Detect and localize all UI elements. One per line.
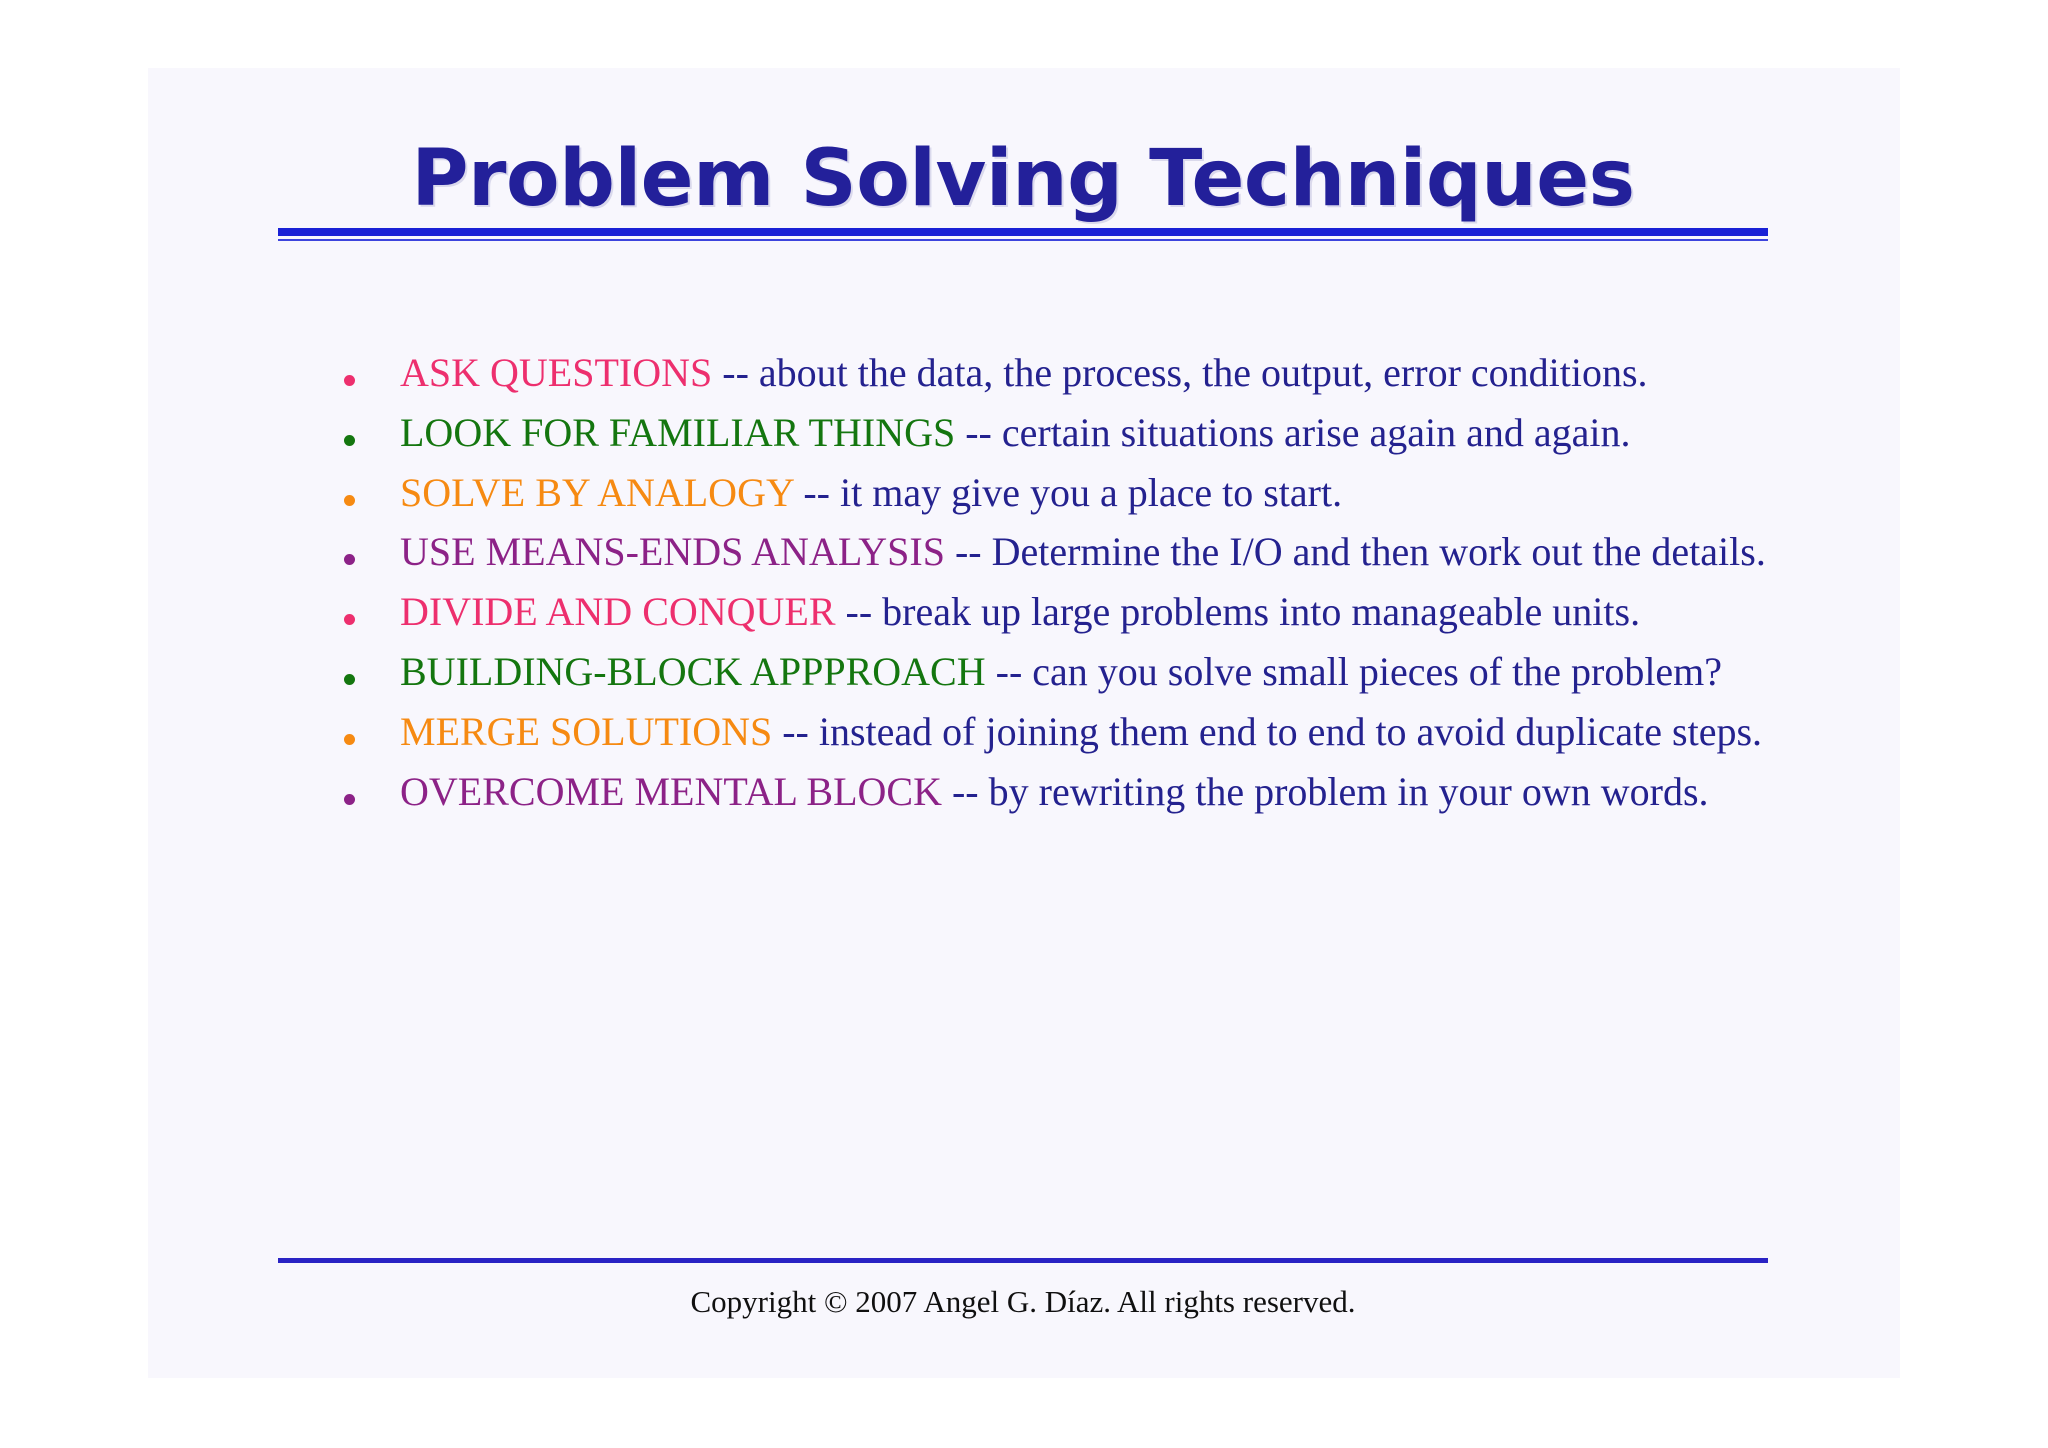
- title-underline-thick: [278, 228, 1768, 236]
- list-item: ASK QUESTIONS -- about the data, the pro…: [344, 350, 1768, 397]
- list-item-description: -- can you solve small pieces of the pro…: [985, 648, 1723, 694]
- bullet-dot-icon: [344, 375, 355, 386]
- bullet-dot-icon: [344, 554, 355, 566]
- list-item-keyword: USE MEANS-ENDS ANALYSIS: [400, 529, 945, 575]
- list-item-text: MERGE SOLUTIONS -- instead of joining th…: [400, 709, 1768, 756]
- bullet-marker: [344, 350, 400, 391]
- bullet-marker: [344, 410, 400, 451]
- slide-canvas: Problem Solving Techniques ASK QUESTIONS…: [148, 68, 1900, 1378]
- list-item-keyword: OVERCOME MENTAL BLOCK: [400, 768, 942, 814]
- list-item: MERGE SOLUTIONS -- instead of joining th…: [344, 709, 1768, 756]
- list-item-text: BUILDING-BLOCK APPPROACH -- can you solv…: [400, 649, 1768, 696]
- list-item: USE MEANS-ENDS ANALYSIS -- Determine the…: [344, 529, 1768, 576]
- list-item-keyword: SOLVE BY ANALOGY: [400, 469, 794, 515]
- bullet-dot-icon: [344, 733, 355, 745]
- bullet-marker: [344, 589, 400, 630]
- list-item-description: -- break up large problems into manageab…: [835, 589, 1641, 635]
- title-block: Problem Solving Techniques: [278, 140, 1768, 241]
- list-item-description: -- it may give you a place to start.: [793, 469, 1343, 515]
- list-item-text: OVERCOME MENTAL BLOCK -- by rewriting th…: [400, 769, 1768, 816]
- list-item-text: SOLVE BY ANALOGY -- it may give you a pl…: [400, 470, 1768, 517]
- bullet-list: ASK QUESTIONS -- about the data, the pro…: [344, 350, 1768, 828]
- list-item: BUILDING-BLOCK APPPROACH -- can you solv…: [344, 649, 1768, 696]
- list-item-description: -- about the data, the process, the outp…: [712, 350, 1648, 395]
- bullet-dot-icon: [344, 673, 355, 685]
- list-item-keyword: LOOK FOR FAMILIAR THINGS: [400, 409, 956, 455]
- bullet-dot-icon: [344, 494, 355, 506]
- title-underline-thin: [278, 239, 1768, 241]
- list-item-description: -- instead of joining them end to end to…: [772, 708, 1763, 754]
- list-item: LOOK FOR FAMILIAR THINGS -- certain situ…: [344, 410, 1768, 457]
- list-item-text: DIVIDE AND CONQUER -- break up large pro…: [400, 589, 1768, 636]
- list-item-keyword: MERGE SOLUTIONS: [400, 708, 773, 754]
- list-item-keyword: BUILDING-BLOCK APPPROACH: [400, 648, 986, 694]
- list-item-description: -- certain situations arise again and ag…: [955, 409, 1631, 455]
- list-item-keyword: DIVIDE AND CONQUER: [400, 589, 836, 635]
- title-underline-gap: [278, 236, 1768, 239]
- bullet-dot-icon: [344, 614, 355, 626]
- list-item: SOLVE BY ANALOGY -- it may give you a pl…: [344, 470, 1768, 517]
- list-item-keyword: ASK QUESTIONS: [400, 350, 713, 395]
- list-item-text: ASK QUESTIONS -- about the data, the pro…: [400, 350, 1768, 397]
- footer-divider: [278, 1258, 1768, 1263]
- list-item-text: LOOK FOR FAMILIAR THINGS -- certain situ…: [400, 410, 1768, 457]
- list-item-description: -- by rewriting the problem in your own …: [941, 768, 1709, 814]
- page-title: Problem Solving Techniques: [411, 134, 1635, 224]
- bullet-marker: [344, 709, 400, 750]
- list-item: DIVIDE AND CONQUER -- break up large pro…: [344, 589, 1768, 636]
- bullet-dot-icon: [344, 434, 355, 446]
- copyright-notice: Copyright © 2007 Angel G. Díaz. All righ…: [690, 1284, 1356, 1319]
- bullet-marker: [344, 769, 400, 810]
- list-item: OVERCOME MENTAL BLOCK -- by rewriting th…: [344, 769, 1768, 816]
- bullet-dot-icon: [344, 793, 355, 805]
- bullet-marker: [344, 470, 400, 511]
- bullet-marker: [344, 649, 400, 690]
- bullet-marker: [344, 529, 400, 570]
- list-item-text: USE MEANS-ENDS ANALYSIS -- Determine the…: [400, 529, 1768, 576]
- list-item-description: -- Determine the I/O and then work out t…: [944, 529, 1766, 575]
